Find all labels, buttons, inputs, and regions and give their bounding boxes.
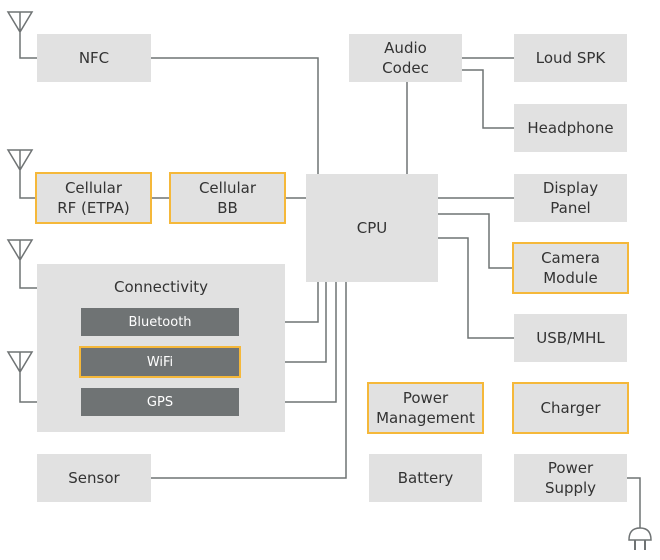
block-audio-codec: Audio Codec [349, 34, 462, 82]
block-usb-mhl-label: USB/MHL [536, 329, 605, 347]
block-sensor-label: Sensor [68, 469, 120, 487]
connectivity-group: Connectivity Bluetooth WiFi GPS [37, 264, 285, 432]
antenna-icon-connectivity-2 [6, 351, 37, 403]
line-sensor-cpu [151, 282, 347, 479]
block-charger: Charger [512, 382, 629, 434]
block-power-management-label: Power Management [376, 389, 475, 427]
block-loud-spk-label: Loud SPK [535, 49, 606, 67]
line-gps-cpu [285, 282, 337, 403]
block-sensor: Sensor [37, 454, 151, 502]
block-headphone-label: Headphone [527, 119, 614, 137]
line-wifi-cpu [285, 282, 327, 363]
block-cellular-bb: Cellular BB [169, 172, 286, 224]
module-wifi-label: WiFi [146, 354, 174, 370]
block-power-supply-label: Power Supply [544, 459, 597, 497]
line-bluetooth-cpu [285, 282, 319, 323]
line-cpu-camera [438, 213, 512, 269]
block-cpu-label: CPU [356, 219, 388, 237]
block-power-management: Power Management [367, 382, 484, 434]
block-cellular-rf-label: Cellular RF (ETPA) [57, 179, 130, 217]
module-wifi: WiFi [79, 346, 241, 378]
block-loud-spk: Loud SPK [514, 34, 627, 82]
block-battery-label: Battery [397, 469, 454, 487]
antenna-icon-connectivity-1 [6, 239, 37, 289]
block-audio-codec-label: Audio Codec [382, 39, 429, 77]
module-bluetooth-label: Bluetooth [128, 314, 192, 330]
block-cellular-bb-label: Cellular BB [198, 179, 257, 217]
block-headphone: Headphone [514, 104, 627, 152]
block-power-supply: Power Supply [514, 454, 627, 502]
block-usb-mhl: USB/MHL [514, 314, 627, 362]
block-display-panel-label: Display Panel [542, 179, 599, 217]
block-cpu: CPU [306, 174, 438, 282]
line-cpu-usb [438, 237, 514, 339]
block-cellular-rf: Cellular RF (ETPA) [35, 172, 152, 224]
block-nfc-label: NFC [78, 49, 110, 67]
block-nfc: NFC [37, 34, 151, 82]
antenna-icon-nfc [6, 11, 37, 59]
module-gps: GPS [81, 388, 239, 416]
line-nfc-cpu [151, 57, 319, 174]
module-bluetooth: Bluetooth [81, 308, 239, 336]
line-codec-headphone [462, 69, 514, 129]
block-battery: Battery [369, 454, 482, 502]
module-gps-label: GPS [146, 394, 174, 410]
block-charger-label: Charger [540, 399, 601, 417]
antenna-icon-cellular [6, 149, 35, 199]
power-plug-icon [628, 527, 652, 550]
block-display-panel: Display Panel [514, 174, 627, 222]
block-camera-module-label: Camera Module [541, 249, 600, 287]
line-supply-plug [627, 477, 641, 528]
connectivity-title: Connectivity [114, 278, 208, 296]
block-camera-module: Camera Module [512, 242, 629, 294]
